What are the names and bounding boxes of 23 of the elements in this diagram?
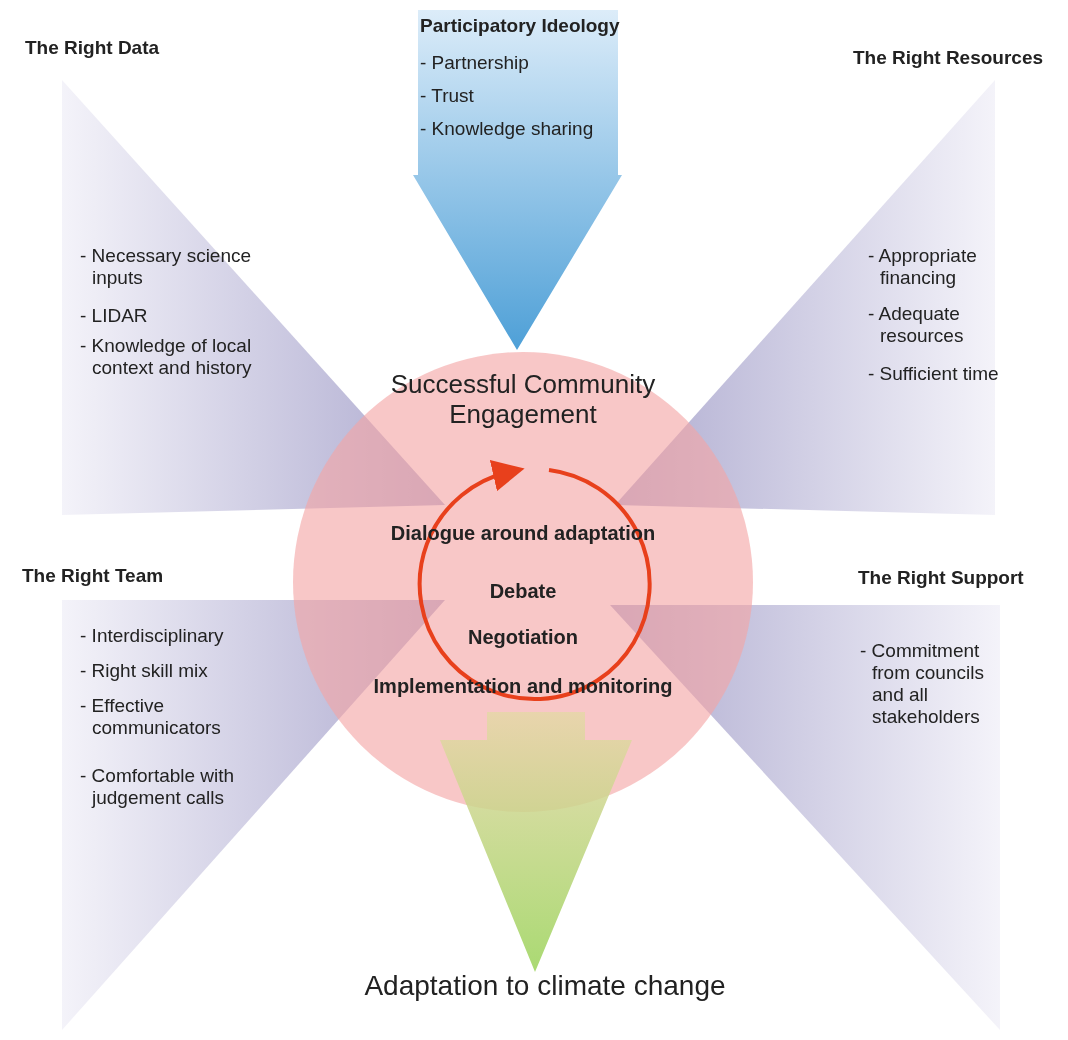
bullet-item: - Comfortable with judgement calls xyxy=(80,765,236,809)
heading: Participatory Ideology xyxy=(420,15,621,37)
bullet-item: - Partnership xyxy=(420,52,530,74)
heading: The Right Resources xyxy=(853,47,1045,69)
bullet-item: - Right skill mix xyxy=(80,660,209,682)
bullet-item: - LIDAR xyxy=(80,305,149,327)
bullet-item: - Sufficient time xyxy=(868,363,1000,385)
bullet-item: - Appropriate financing xyxy=(868,245,978,289)
heading: The Right Support xyxy=(858,567,1025,589)
outcome-label: Adaptation to climate change xyxy=(363,970,727,1003)
bullet-item: - Adequate resources xyxy=(868,303,965,347)
bullet-item: - Necessary science inputs xyxy=(80,245,253,289)
heading: The Right Team xyxy=(22,565,165,587)
bullet-item: - Effective communicators xyxy=(80,695,222,739)
bullet-item: - Interdisciplinary xyxy=(80,625,225,647)
bullet-item: - Knowledge sharing xyxy=(420,118,595,140)
circle-title: Successful Community Engagement xyxy=(389,370,657,430)
cycle-stage-label: Debate xyxy=(488,580,558,603)
bullet-item: - Commitment from councils and all stakeholders xyxy=(860,640,985,728)
bullet-item: - Trust xyxy=(420,85,475,107)
heading: The Right Data xyxy=(25,37,161,59)
cycle-stage-label: Negotiation xyxy=(467,626,579,649)
bullet-item: - Knowledge of local context and history xyxy=(80,335,253,379)
